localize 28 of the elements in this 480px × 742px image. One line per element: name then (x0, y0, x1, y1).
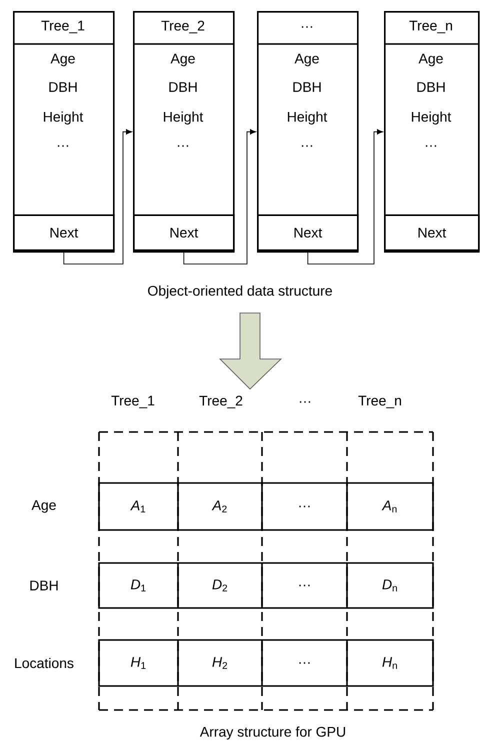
cell-value: A$_{n}$ (382, 500, 396, 512)
connector-arrow (63, 129, 132, 264)
row-label: Locations (15, 658, 74, 668)
column-header: … (300, 401, 310, 403)
next-cell: Next (13, 214, 115, 251)
cell-value: H$_{2}$ (212, 657, 228, 669)
cell-value: D$_{2}$ (212, 580, 228, 592)
connector-arrow (307, 129, 383, 264)
next-cell: Next (384, 214, 480, 251)
cell-value: A$_{1}$ (130, 500, 146, 512)
cell-value: … (299, 662, 310, 664)
column-header: Tree_1 (111, 396, 154, 408)
cell-value: D$_{1}$ (130, 580, 146, 592)
connector-arrow (183, 129, 256, 264)
next-cell: Next (133, 214, 235, 251)
next-cell: Next (257, 214, 359, 251)
cell-value: H$_{n}$ (382, 657, 397, 669)
cell-value: … (299, 584, 310, 586)
column-header: Tree_2 (199, 396, 242, 408)
cell-value: A$_{2}$ (212, 500, 227, 512)
row-label: DBH (30, 580, 58, 590)
caption: Array structure for GPU (200, 726, 346, 740)
column-header: Tree_n (358, 396, 402, 408)
cell-value: … (299, 506, 310, 508)
row-label: Age (32, 500, 56, 513)
cell-value: H$_{1}$ (130, 657, 146, 669)
cell-value: D$_{n}$ (382, 580, 397, 592)
caption: Object-oriented data structure (148, 285, 332, 299)
